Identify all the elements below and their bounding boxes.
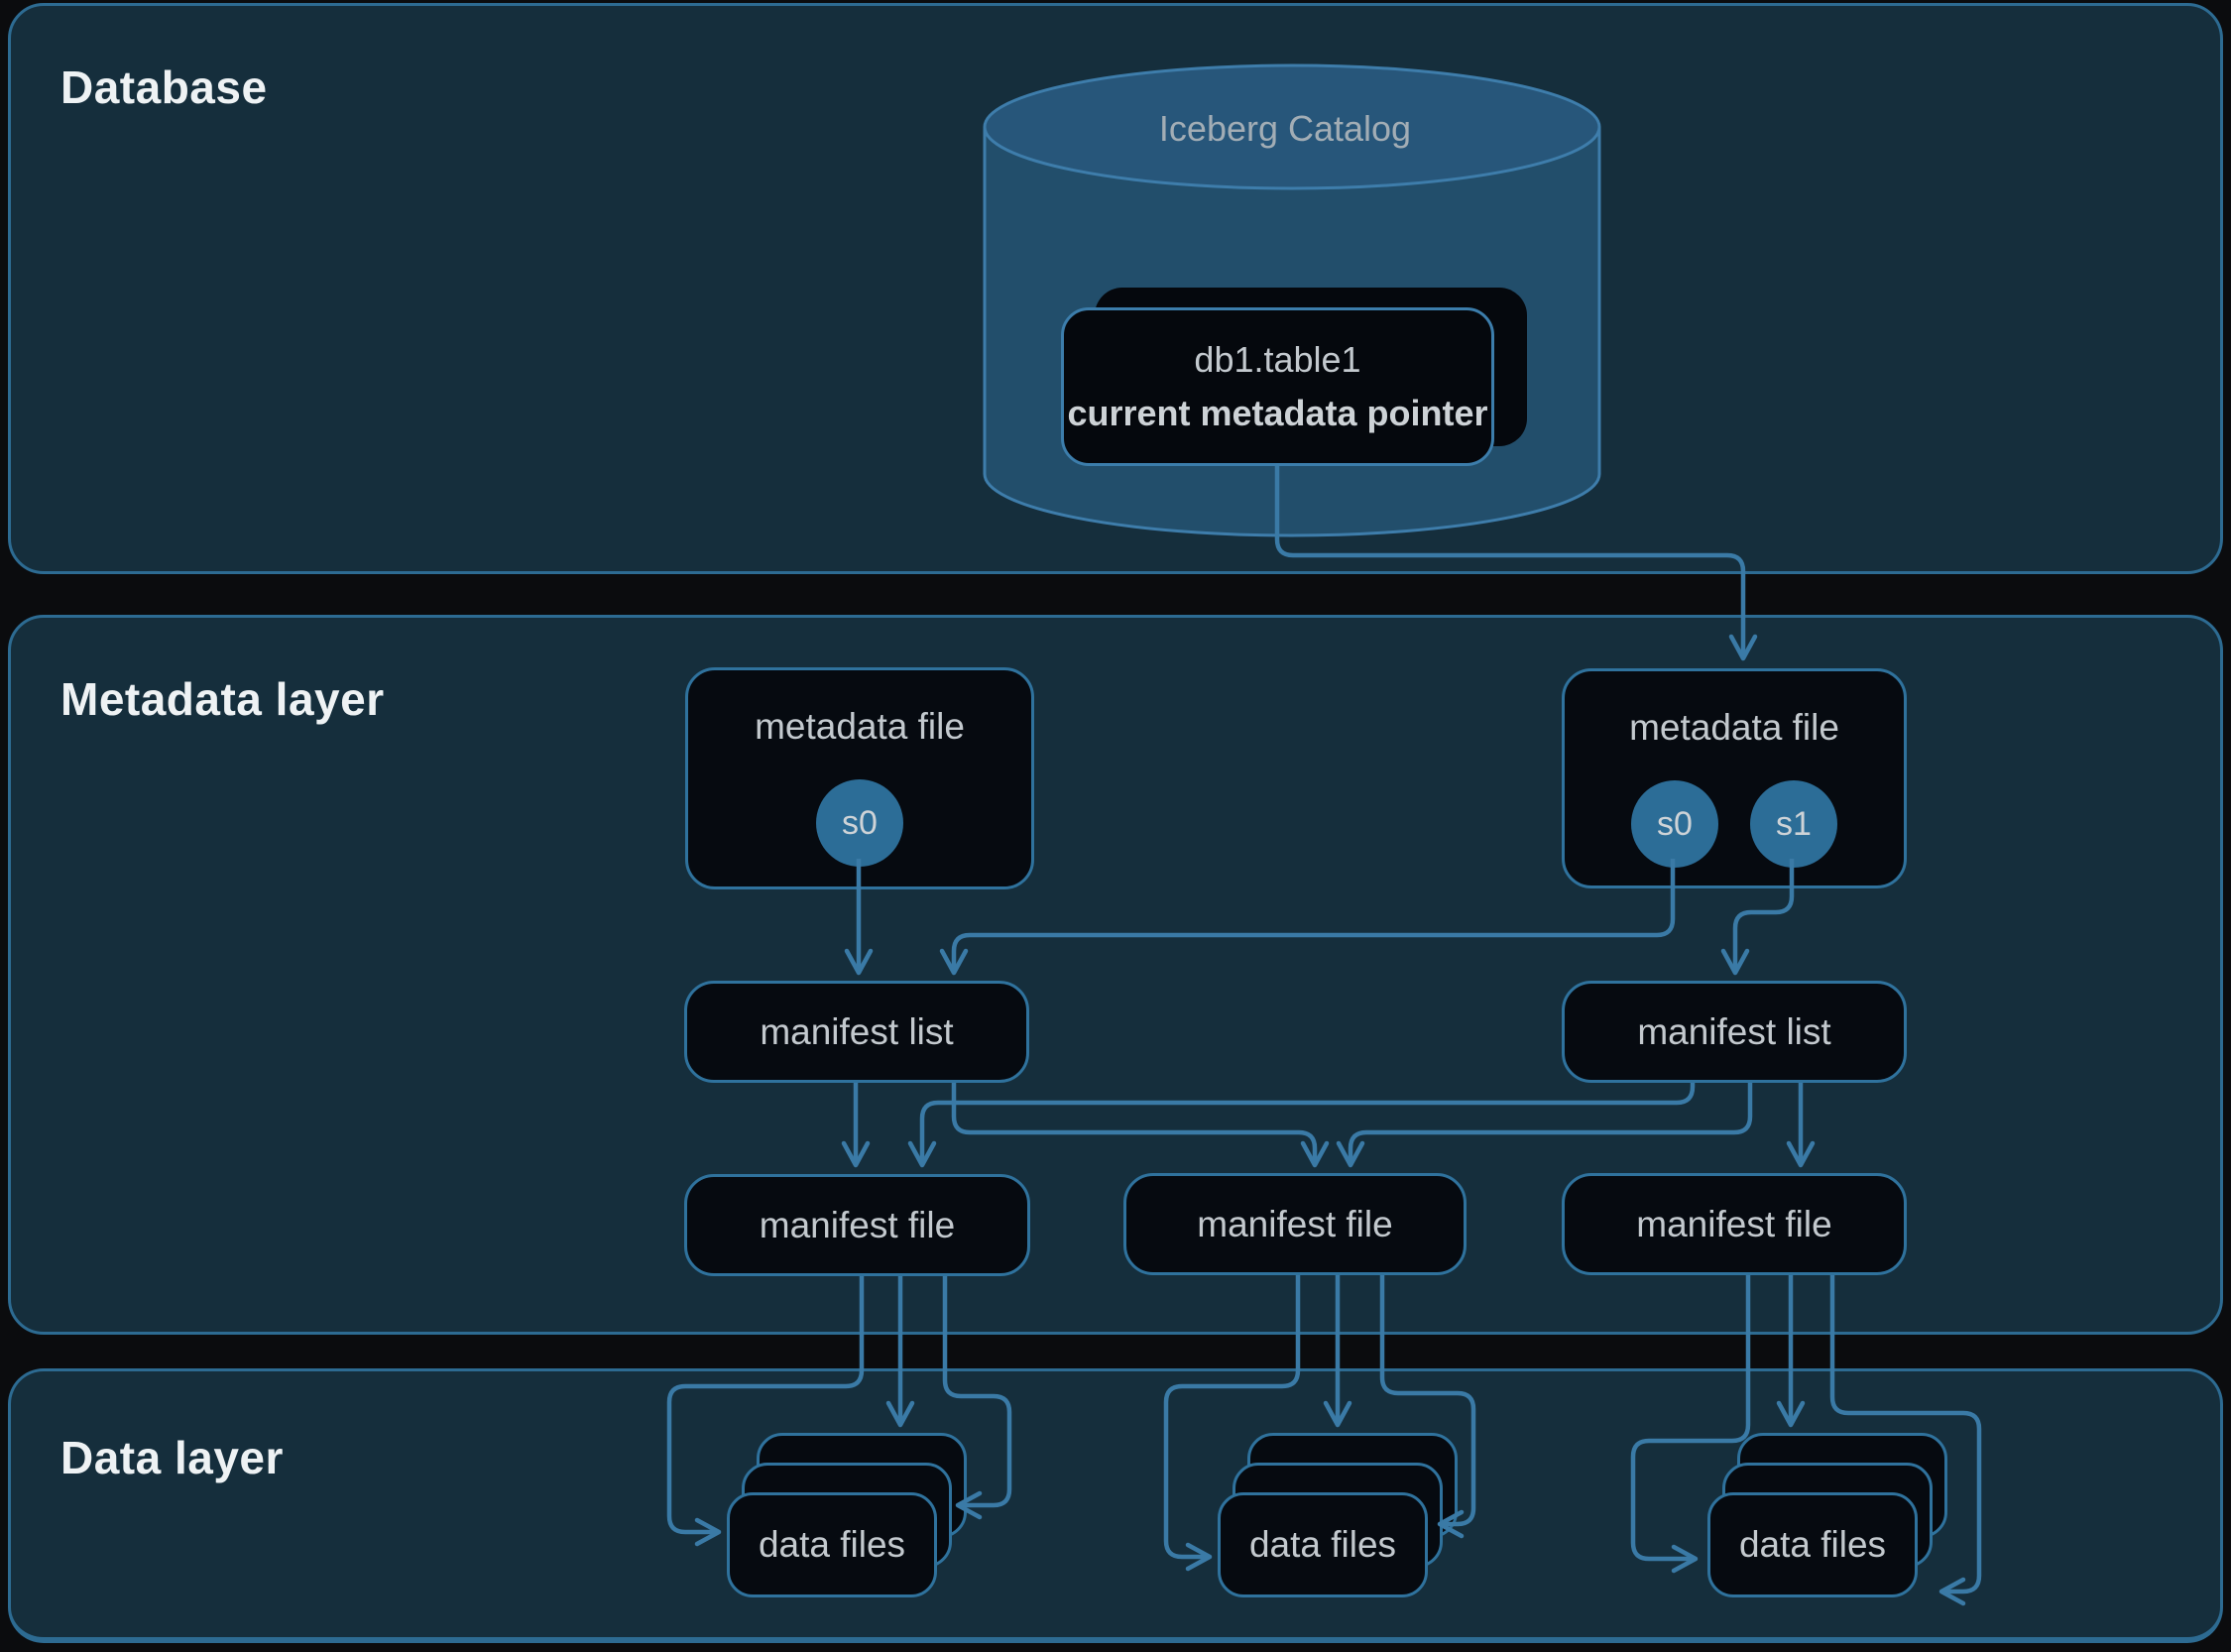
database-section-label: Database — [60, 61, 268, 113]
manifest-file-middle-label: manifest file — [1197, 1203, 1393, 1244]
data-section-label: Data layer — [60, 1432, 284, 1483]
metadata-file-right-label: metadata file — [1629, 707, 1839, 748]
snapshot-s0-icon: s0 — [1631, 780, 1718, 868]
edge-catalog-to-metadata-file-right — [1274, 466, 1758, 661]
catalog-cylinder-top — [983, 63, 1601, 190]
manifest-file-right: manifest file — [1562, 1173, 1907, 1275]
edge-manifest-list-right-to-manifest-file-middle — [1336, 1083, 1753, 1168]
metadata-section-label: Metadata layer — [60, 673, 385, 725]
edge-manifest-file-middle-to-data-files-c — [1379, 1275, 1476, 1539]
manifest-file-left-label: manifest file — [759, 1204, 956, 1245]
table-pointer-caption: current metadata pointer — [1067, 393, 1488, 433]
catalog-title: Iceberg Catalog — [1158, 108, 1412, 149]
data-files-card-front: data files — [727, 1492, 937, 1597]
edge-manifest-list-left-to-manifest-file-middle — [951, 1083, 1330, 1168]
data-files-middle-label: data files — [1248, 1524, 1397, 1565]
metadata-file-right: metadata file s0 s1 — [1562, 668, 1907, 888]
manifest-list-right: manifest list — [1562, 981, 1907, 1083]
manifest-list-right-label: manifest list — [1637, 1010, 1831, 1052]
edge-s1-right-to-manifest-list-right — [1720, 859, 1795, 976]
manifest-list-left-label: manifest list — [760, 1010, 954, 1052]
edge-manifest-file-left-to-data-files-c — [942, 1276, 1012, 1520]
data-files-right-label: data files — [1738, 1524, 1887, 1565]
snapshot-s0-icon: s0 — [816, 779, 903, 867]
manifest-file-right-label: manifest file — [1636, 1203, 1832, 1244]
edge-manifest-list-right-to-manifest-file-left — [907, 1083, 1696, 1168]
snapshot-s1-icon: s1 — [1750, 780, 1837, 868]
edge-manifest-file-right-to-data-files-a — [1630, 1275, 1751, 1574]
manifest-file-left: manifest file — [684, 1174, 1030, 1276]
edge-manifest-file-middle-to-data-files-a — [1163, 1275, 1301, 1572]
data-files-left-label: data files — [758, 1524, 906, 1565]
metadata-file-left-label: metadata file — [755, 706, 965, 747]
manifest-file-middle: manifest file — [1123, 1173, 1467, 1275]
manifest-list-left: manifest list — [684, 981, 1029, 1083]
data-files-card-front: data files — [1218, 1492, 1428, 1597]
edge-manifest-file-right-to-data-files-c — [1829, 1275, 1982, 1606]
table-pointer-box: db1.table1 current metadata pointer — [1061, 307, 1494, 466]
data-files-card-front: data files — [1707, 1492, 1918, 1597]
table-pointer-name: db1.table1 — [1194, 339, 1361, 380]
edge-manifest-file-left-to-data-files-a — [666, 1276, 865, 1547]
edge-s0-right-to-manifest-list-left — [939, 859, 1676, 976]
